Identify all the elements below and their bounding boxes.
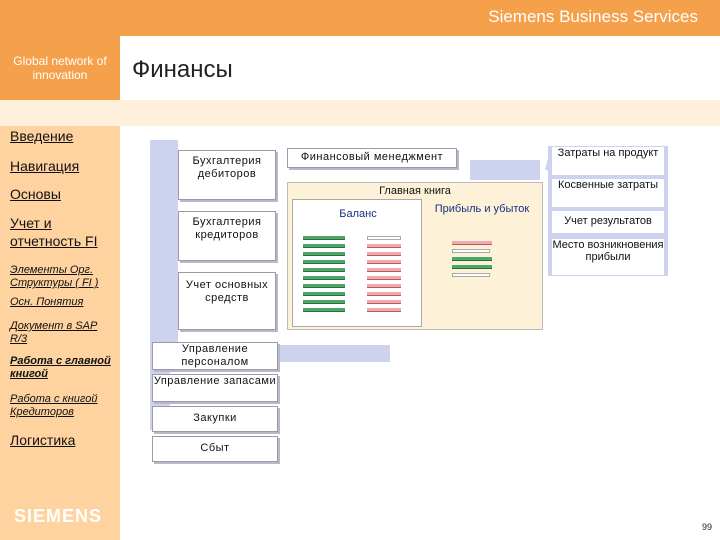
box-personnel: Управление персоналом: [152, 342, 278, 370]
tagline-box: [0, 36, 120, 100]
box-profit-center: Место возникновения прибыли: [552, 239, 664, 275]
balance-label: Баланс: [339, 208, 377, 220]
general-ledger-title: Главная книга: [379, 185, 451, 197]
box-payables: Бухгалтерия кредиторов: [178, 211, 276, 261]
nav-basic-concepts[interactable]: Осн. Понятия: [10, 296, 84, 308]
box-fixed-assets: Учет основных средств: [178, 272, 276, 330]
pl-panel: Прибыль и убыток: [422, 199, 538, 325]
content-band: [0, 100, 720, 126]
box-results-accounting: Учет результатов: [552, 211, 664, 233]
general-ledger: Главная книга Баланс Прибыль и убыток: [287, 182, 543, 330]
nav-logistics[interactable]: Логистика: [10, 432, 76, 448]
brand-text: Siemens Business Services: [488, 7, 698, 26]
box-overhead-costs: Косвенные затраты: [552, 179, 664, 207]
nav-navigation[interactable]: Навигация: [10, 158, 80, 174]
nav-creditors-book[interactable]: Работа с книгой Кредиторов: [10, 393, 98, 418]
tagline: Global network of innovation: [13, 54, 107, 82]
box-purchasing: Закупки: [152, 406, 278, 432]
nav-basics[interactable]: Основы: [10, 186, 61, 202]
nav-document-sap[interactable]: Документ в SAP R/3: [10, 320, 98, 345]
box-sales: Сбыт: [152, 436, 278, 462]
box-receivables: Бухгалтерия дебиторов: [178, 150, 276, 200]
nav-accounting-fi-label: Учет и отчетность FI: [10, 215, 98, 249]
pl-label: Прибыль и убыток: [434, 203, 530, 215]
siemens-logo: SIEMENS: [14, 506, 103, 526]
balance-panel: Баланс: [292, 199, 422, 327]
page-number: 99: [701, 522, 712, 532]
nav-general-ledger[interactable]: Работа с главной книгой: [10, 355, 111, 380]
nav-org-structure[interactable]: Элементы Орг. Структуры ( FI ): [10, 264, 99, 289]
page-title: Финансы: [132, 56, 233, 83]
nav-accounting-fi[interactable]: Учет и отчетность FI: [10, 214, 126, 250]
box-fin-management: Финансовый менеджмент: [287, 148, 457, 168]
top-bar: Siemens Business Services: [0, 0, 720, 36]
box-product-costs: Затраты на продукт: [552, 147, 664, 175]
box-inventory: Управление запасами: [152, 374, 278, 402]
nav-introduction[interactable]: Введение: [10, 128, 74, 144]
